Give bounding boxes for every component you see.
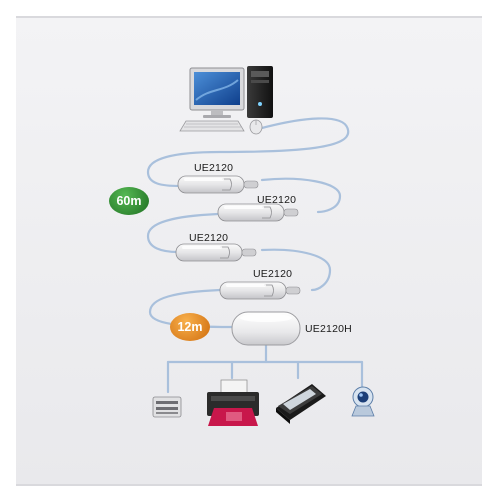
extender-label: UE2120 — [189, 232, 229, 244]
webcam-icon — [351, 386, 375, 417]
computer — [179, 66, 273, 135]
extender-device-4 — [219, 281, 301, 300]
extender-device-1 — [177, 175, 259, 194]
cables — [146, 117, 364, 394]
extender-device-2 — [217, 203, 299, 222]
extenders — [175, 175, 301, 300]
printer-icon — [207, 379, 259, 426]
extender-label: UE2120 — [257, 194, 297, 206]
keyboard-icon — [179, 120, 245, 132]
scanner-icon — [276, 384, 326, 424]
tower-icon — [247, 66, 273, 118]
cable-2-3 — [146, 212, 220, 254]
extender-label: UE2120 — [194, 162, 234, 174]
card-reader-icon — [152, 396, 182, 418]
distance-badge-60m: 60m — [109, 187, 149, 215]
cable-1-2 — [260, 177, 342, 214]
hub-device — [231, 311, 301, 346]
cable-3-4 — [260, 248, 332, 292]
distance-badge-12m: 12m — [170, 313, 210, 341]
hub-label: UE2120H — [305, 323, 352, 335]
extender-label: UE2120 — [253, 268, 293, 280]
cable-computer — [146, 117, 350, 188]
extender-device-3 — [175, 243, 257, 262]
